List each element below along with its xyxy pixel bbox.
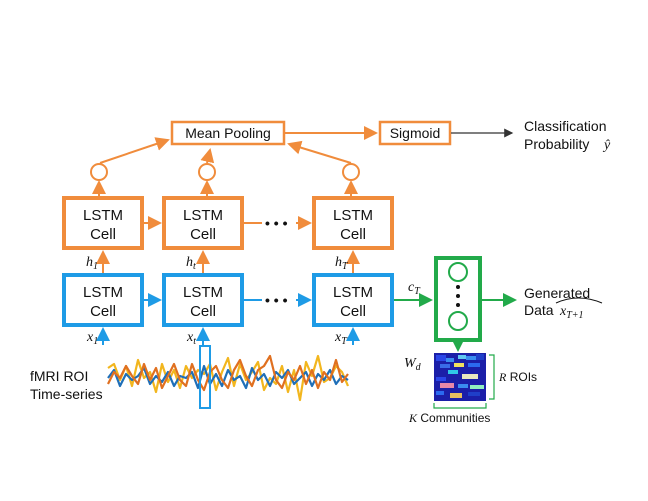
weights-label: Wd [404, 356, 422, 373]
pool-connectors [90, 137, 360, 197]
lstm-top-T-line2: Cell [340, 226, 366, 243]
lstm-bottom-cell-1 [62, 273, 144, 327]
mean-pooling-box [170, 120, 286, 146]
weight-matrix-heatmap [434, 353, 486, 401]
mean-pooling-label: Mean Pooling [185, 125, 271, 141]
community-bracket [433, 403, 487, 409]
roi-label: R ROIs [498, 370, 537, 384]
generated-label-line2: Data [524, 302, 554, 318]
time-series-yellow [107, 354, 350, 402]
input-label-t: xt [186, 330, 196, 347]
pool-node-t [198, 163, 216, 181]
roi-bracket [489, 354, 495, 400]
lstm-top-cell-T [312, 196, 394, 250]
output-label-line2: Probability [524, 136, 589, 152]
lstm-bottom-t-line1: LSTM [183, 284, 223, 301]
generated-hat [555, 297, 603, 304]
decoder-node-bottom [448, 311, 468, 331]
lstm-bottom-T-line2: Cell [340, 303, 366, 320]
time-series-orange [107, 354, 349, 392]
lstm-bottom-t-line2: Cell [190, 303, 216, 320]
hidden-label-t: ht [186, 255, 196, 272]
generated-symbol: xT+1 [559, 304, 584, 321]
sigmoid-label: Sigmoid [390, 125, 441, 141]
bottom-ellipsis: • • • [265, 292, 288, 308]
output-label-line1: Classification [524, 118, 606, 134]
top-ellipsis: • • • [265, 215, 288, 231]
context-label: cT [408, 280, 421, 297]
output-symbol: ŷ [602, 138, 611, 153]
lstm-top-1-line2: Cell [90, 226, 116, 243]
lstm-top-t-line1: LSTM [183, 207, 223, 224]
lstm-bottom-1-line2: Cell [90, 303, 116, 320]
hidden-label-1: h1 [86, 255, 98, 272]
lstm-bottom-cell-T [312, 273, 394, 327]
lstm-top-cell-t [162, 196, 244, 250]
pool-node-1 [90, 163, 108, 181]
input-label-T: xT [334, 330, 348, 347]
fmri-label-line1: fMRI ROI [30, 368, 88, 384]
input-label-1: x1 [86, 330, 98, 347]
lstm-bottom-1-line1: LSTM [83, 284, 123, 301]
fmri-time-series [107, 354, 350, 402]
decoder-node-top [448, 262, 468, 282]
lstm-top-t-line2: Cell [190, 226, 216, 243]
community-label: K Communities [408, 411, 490, 425]
lstm-top-cell-1 [62, 196, 144, 250]
lstm-bottom-T-line1: LSTM [333, 284, 373, 301]
lstm-top-1-line1: LSTM [83, 207, 123, 224]
generated-label-line1: Generated [524, 285, 590, 301]
lstm-bottom-cell-t [162, 273, 244, 327]
hidden-label-T: hT [335, 255, 349, 272]
sigmoid-box [378, 120, 452, 146]
lstm-top-T-line1: LSTM [333, 207, 373, 224]
fmri-label-line2: Time-series [30, 386, 103, 402]
time-window-highlight [199, 345, 211, 409]
pool-node-T [342, 163, 360, 181]
